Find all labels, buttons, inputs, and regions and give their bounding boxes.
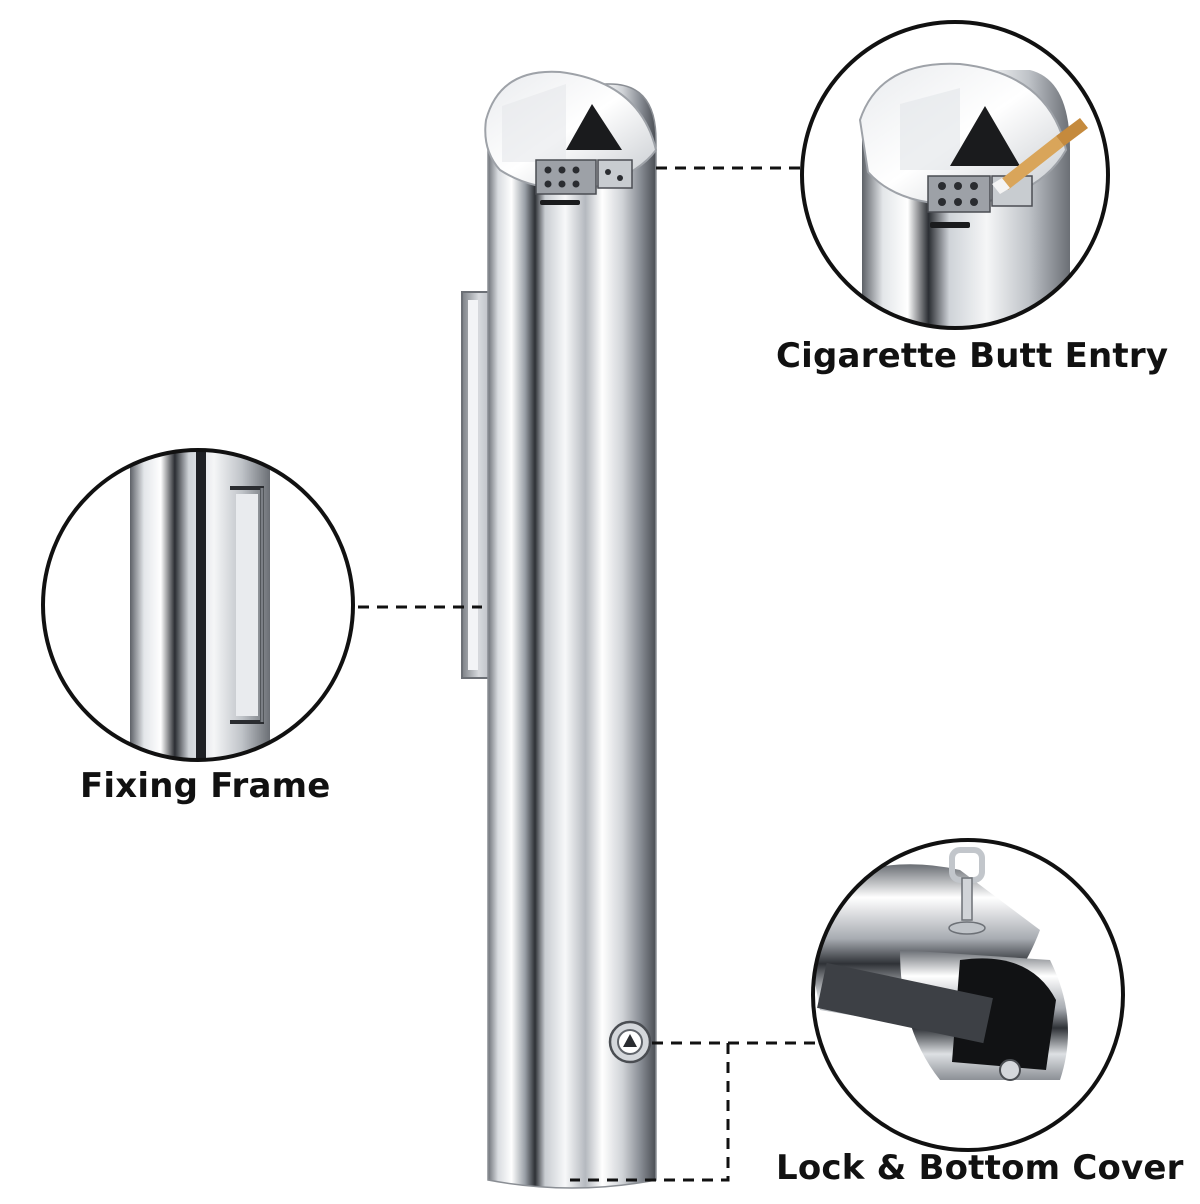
lock-keyhole-icon [608,1020,652,1064]
leader-lines [358,166,815,1182]
lock-bottom-cover-label: Lock & Bottom Cover [776,1148,1184,1188]
cigarette-icon [992,118,1088,194]
key-icon [948,847,986,935]
fixing-frame-label: Fixing Frame [80,766,331,806]
triangle-opening-icon [566,104,622,150]
callout-cigarette-entry [800,20,1110,330]
ashtray-tube [484,70,658,1189]
cigarette-butt-entry-label: Cigarette Butt Entry [776,336,1169,376]
callout-lock-bottom-cover [811,838,1125,1152]
callout-fixing-frame [41,448,355,762]
ash-grate [535,159,633,205]
